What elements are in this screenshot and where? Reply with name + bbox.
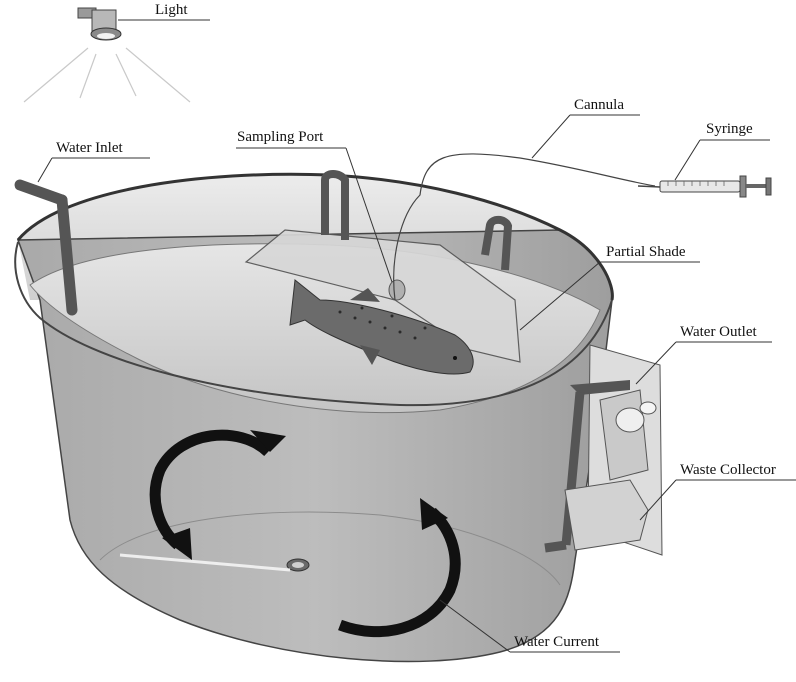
current-arrow-top: [149, 429, 272, 550]
cannula-label: Cannula: [574, 97, 624, 113]
water-inlet-label: Water Inlet: [56, 140, 124, 156]
sampling-port: [388, 279, 406, 301]
light-rays: [23, 47, 191, 103]
waste-collector-label: Waste Collector: [680, 462, 776, 478]
light-fixture: [23, 7, 191, 103]
cannula-tube: [393, 153, 656, 301]
sampling-port-label: Sampling Port: [237, 129, 324, 145]
partial-shade-label: Partial Shade: [606, 244, 686, 260]
partial-shade: [244, 170, 521, 363]
water-current-arrows: [149, 429, 461, 637]
current-arrow-bottom: [338, 507, 461, 637]
waste-collector: [564, 479, 649, 551]
water-current-label: Water Current: [514, 634, 600, 650]
syringe: [637, 175, 772, 198]
syringe-label: Syringe: [706, 121, 753, 137]
water-inlet-pipe: [14, 179, 78, 316]
salmon: [289, 279, 474, 375]
light-label: Light: [155, 2, 188, 18]
water-outlet-label: Water Outlet: [680, 324, 758, 340]
